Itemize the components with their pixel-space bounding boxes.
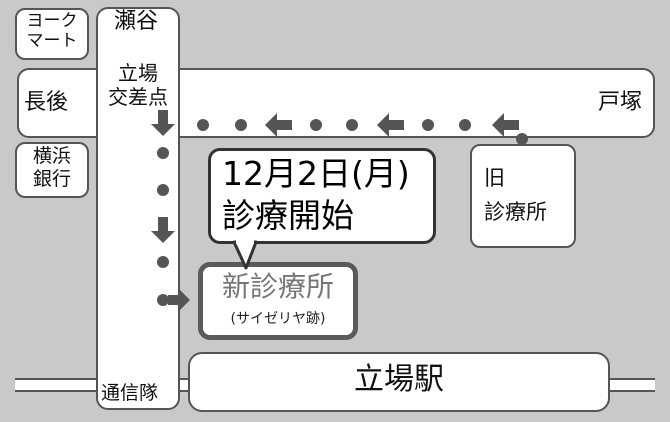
- yokohama-bank-box: [15, 142, 89, 198]
- new-clinic-note: (サイゼリヤ跡): [230, 311, 326, 327]
- route-arrow-down: [151, 110, 175, 136]
- route-dot: [310, 119, 322, 131]
- yokohama-bank-label: 横浜 銀行: [15, 145, 89, 191]
- route-dot: [157, 256, 169, 268]
- new-clinic-box: [198, 262, 358, 340]
- route-arrow-left: [265, 113, 292, 137]
- seya-label: 瀬谷: [114, 9, 159, 34]
- route-arrow-right: [168, 288, 190, 312]
- nagago-label: 長後: [24, 90, 69, 115]
- tsushintai-label: 通信隊: [101, 382, 159, 404]
- old-clinic-line1: 旧: [484, 166, 505, 190]
- old-clinic-box: [470, 144, 576, 248]
- yokohama-bank-line1: 横浜: [32, 145, 71, 167]
- callout-text: 診療開始: [222, 196, 354, 235]
- route-dot: [157, 294, 169, 306]
- route-dot: [157, 147, 169, 159]
- route-arrow-left: [377, 113, 404, 137]
- old-clinic-line2: 診療所: [484, 200, 547, 224]
- route-dot: [459, 119, 471, 131]
- tateba-intersection-label: 立場 交差点: [96, 61, 180, 109]
- route-start-dot: [516, 133, 528, 145]
- route-dot: [235, 119, 247, 131]
- totsuka-label: 戸塚: [598, 90, 643, 115]
- route-dot: [422, 119, 434, 131]
- tateba-intersection-line2: 交差点: [108, 85, 168, 109]
- york-mart-line2: マート: [26, 31, 78, 52]
- route-dot: [157, 184, 169, 196]
- route-dot: [346, 119, 358, 131]
- new-clinic-name: 新診療所: [221, 270, 334, 303]
- station-box: [188, 352, 610, 412]
- opening-date-callout: [208, 148, 436, 244]
- york-mart-label: ヨーク マート: [15, 11, 89, 52]
- route-dot: [197, 119, 209, 131]
- york-mart-box: [15, 8, 89, 60]
- tateba-intersection-line1: 立場: [118, 61, 158, 85]
- route-arrow-down: [151, 217, 175, 243]
- callout-date: 12月2日(月): [222, 154, 410, 193]
- station-label: 立場駅: [354, 362, 444, 397]
- york-mart-line1: ヨーク: [26, 11, 78, 31]
- yokohama-bank-line2: 銀行: [32, 167, 71, 190]
- route-arrow-left: [492, 113, 519, 137]
